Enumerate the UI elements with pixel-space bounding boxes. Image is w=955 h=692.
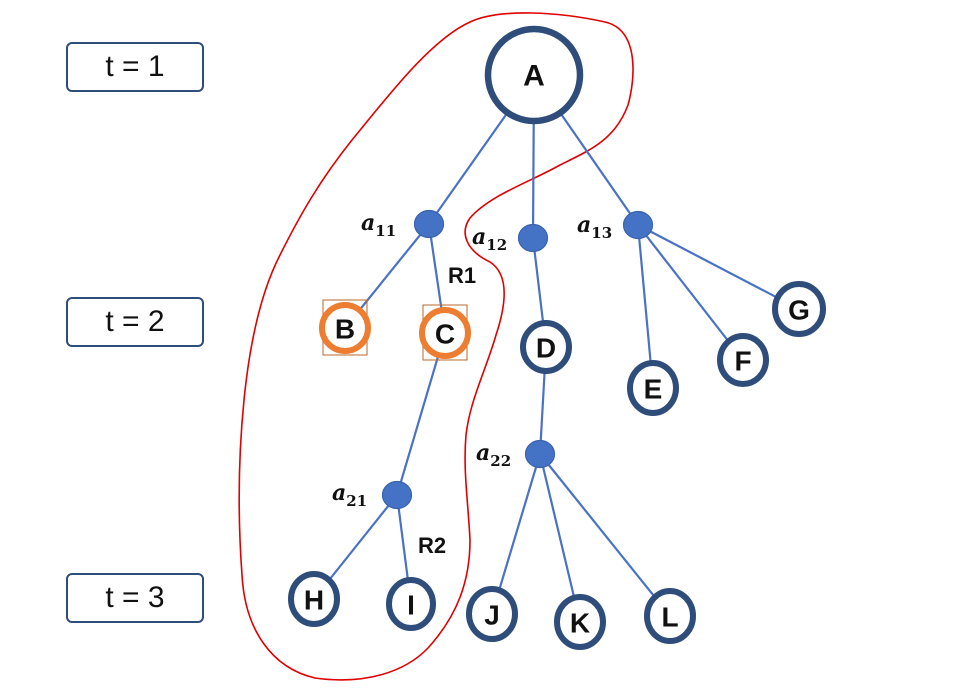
edge-a22-K [538,453,582,623]
time-step-label: t = 3 [105,581,165,614]
edge-label-r1: R1 [448,263,476,288]
action-a21: a21 [332,480,413,510]
node-circle [419,307,471,359]
node-circle [554,594,606,650]
action-a11: a11 [361,209,445,240]
node-c: C [419,307,471,359]
node-label: H [304,585,324,616]
action-label: a21 [332,480,367,510]
time-step-label: t = 2 [105,305,165,338]
node-circle [520,320,572,374]
node-j: J [466,586,518,642]
time-step-box-1: t = 1 [66,42,204,92]
node-l: L [644,588,696,644]
node-label: E [644,374,663,405]
node-d: D [520,320,572,374]
action-dot [381,480,413,510]
node-h: H [288,571,340,627]
edge-a13-G [637,224,800,310]
node-circle [484,25,584,125]
node-k: K [554,594,606,650]
edge-a13-F [637,224,744,361]
node-g: G [772,281,826,337]
node-circle [288,571,340,627]
action-label: a13 [577,212,612,242]
action-a22: a22 [476,439,556,470]
node-label: K [570,608,590,639]
node-a: A [484,25,584,125]
action-a13: a13 [577,210,654,242]
node-circle [319,302,371,354]
node-label: G [788,295,810,326]
edge-label-r2: R2 [418,533,446,558]
node-b: B [319,302,371,354]
action-dot [517,223,549,253]
node-circle [627,360,679,416]
action-label: a12 [472,224,507,254]
node-label: I [407,590,415,621]
node-label: L [661,602,678,633]
node-circle [466,586,518,642]
time-step-box-3: t = 3 [66,573,204,623]
action-dot [524,439,556,469]
time-step-label: t = 1 [105,50,165,83]
action-label: a11 [361,210,396,240]
node-label: A [523,60,545,93]
node-circle [772,281,826,337]
edge-a22-L [539,453,671,617]
node-label: F [734,346,751,377]
node-circle [717,333,769,387]
action-a12: a12 [472,223,549,254]
node-circle [644,588,696,644]
node-circle [386,577,436,631]
action-dot [622,210,654,240]
node-label: D [536,333,556,364]
node-label: B [335,314,355,345]
node-label: C [435,319,455,350]
node-i: I [386,577,436,631]
action-label: a22 [476,440,511,470]
node-e: E [627,360,679,416]
action-dot [413,209,445,239]
node-label: J [484,600,500,631]
time-step-box-2: t = 2 [66,297,204,347]
node-f: F [717,333,769,387]
red-outline [238,12,634,681]
